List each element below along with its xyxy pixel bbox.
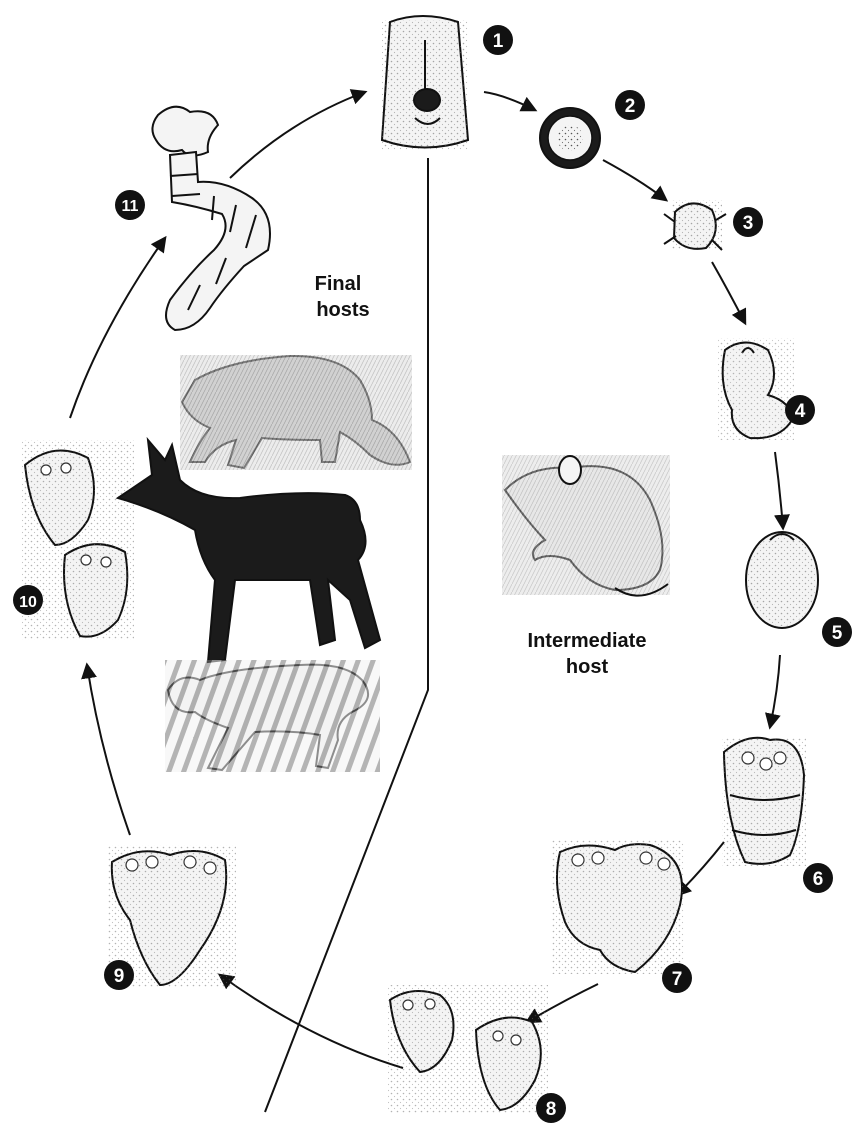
badge-11: 11 [115,190,145,220]
final-host-dog [118,440,380,662]
badge-8: 8 [536,1093,566,1123]
arrow-10-to-11 [70,238,165,418]
stage-1-gravid-segment [382,16,468,150]
final-host-cat [165,660,380,772]
intermediate-host-mouse [502,455,670,596]
badge-4: 4 [785,395,815,425]
badge-2: 2 [615,90,645,120]
svg-text:9: 9 [114,966,125,987]
stage-8-separated-larvae [388,985,548,1113]
badge-6: 6 [803,863,833,893]
svg-text:3: 3 [743,213,754,234]
stage-7-budding-larva [552,840,684,974]
arrow-4-to-5 [775,452,783,528]
stage-11-adult-tapeworm [152,107,270,330]
svg-text:11: 11 [122,198,139,215]
svg-text:2: 2 [625,96,636,117]
badge-10: 10 [13,585,43,615]
stage-6-larva [722,738,806,866]
arrow-5-to-6 [770,655,780,727]
arrow-11-to-1 [230,92,365,178]
final-hosts-label-line2: hosts [316,299,369,321]
svg-text:4: 4 [795,401,806,422]
badge-1: 1 [483,25,513,55]
badge-9: 9 [104,960,134,990]
svg-text:7: 7 [672,969,683,990]
arrow-2-to-3 [603,160,666,200]
svg-text:10: 10 [19,594,37,611]
badge-7: 7 [662,963,692,993]
arrow-9-to-10 [87,665,130,835]
stage-5-cysticercus [746,532,818,628]
arrow-1-to-2 [484,92,535,110]
arrow-6-to-7 [677,842,724,895]
final-hosts-label-line1: Final [315,273,362,295]
intermediate-host-label-line1: Intermediate [528,630,647,652]
badge-3: 3 [733,207,763,237]
badge-5: 5 [822,617,852,647]
arrow-3-to-4 [712,262,745,323]
svg-text:5: 5 [832,623,843,644]
svg-text:1: 1 [493,31,504,52]
svg-text:8: 8 [546,1099,557,1120]
stage-3-oncosphere [664,200,726,250]
final-host-fox [180,355,412,470]
stage-2-egg [540,108,600,168]
intermediate-host-label-line2: host [566,656,609,678]
stage-4-developing-larva [718,338,794,440]
svg-text:6: 6 [813,869,824,890]
